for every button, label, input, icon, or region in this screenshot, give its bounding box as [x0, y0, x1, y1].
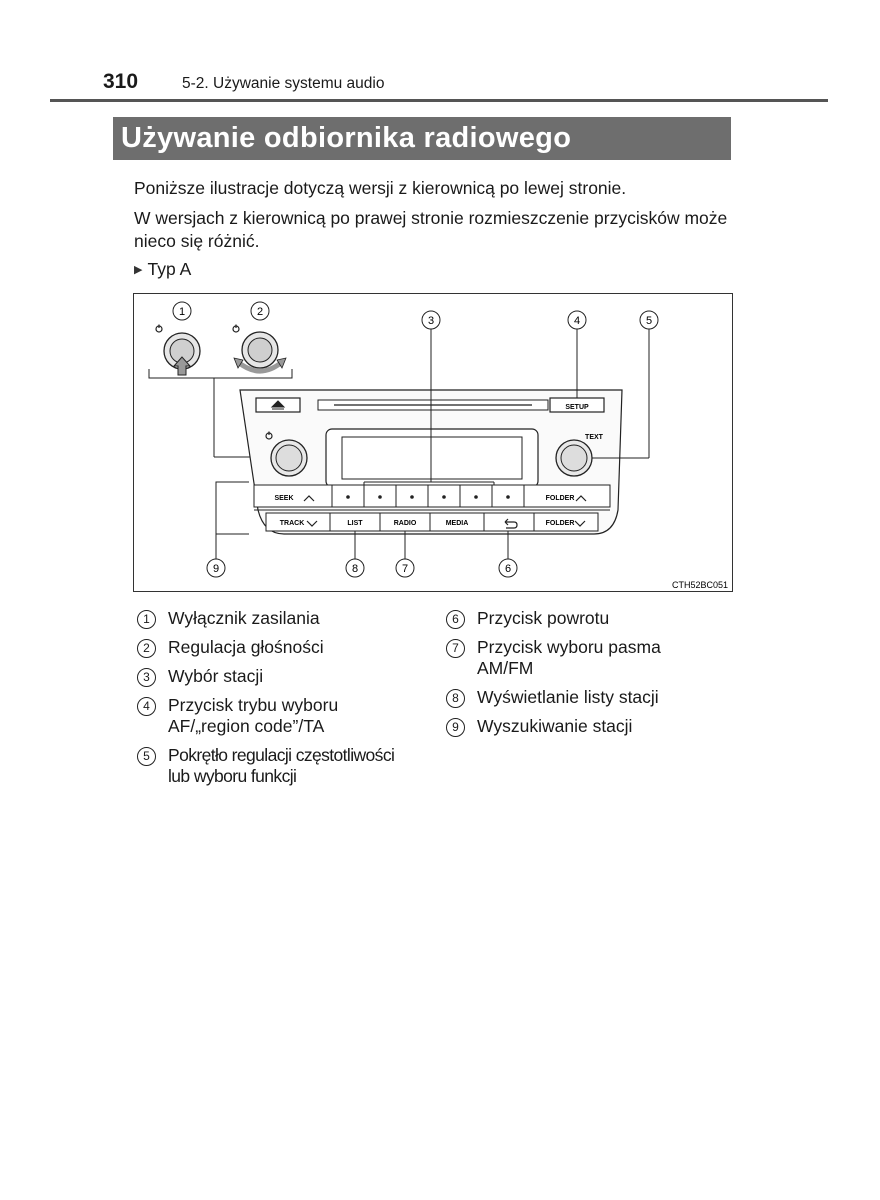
power-icon	[265, 431, 273, 440]
legend-text: Przycisk wyboru pasma AM/FM	[477, 637, 661, 678]
callout-1: 1	[172, 301, 192, 321]
legend-text: Wyszukiwanie stacji	[477, 716, 633, 736]
push-arrow-icon	[172, 356, 192, 376]
svg-text:6: 6	[505, 563, 511, 575]
legend-text: Wyłącznik zasilania	[168, 608, 320, 628]
legend-text: Pokrętło regulacji częstotliwości lub wy…	[168, 745, 395, 786]
callout-4: 4	[567, 310, 587, 330]
intro-paragraph-1: Poniższe ilustracje dotyczą wersji z kie…	[134, 178, 627, 198]
callout-5: 5	[639, 310, 659, 330]
legend-item: 4 Przycisk trybu wyboru AF/„region code”…	[137, 695, 437, 737]
radio-label: RADIO	[394, 520, 417, 527]
legend-item: 2 Regulacja głośności	[137, 637, 437, 658]
eject-icon	[270, 400, 286, 410]
legend-number: 3	[137, 668, 156, 687]
folder-down-button[interactable]	[533, 512, 599, 532]
legend-text: Wyświetlanie listy stacji	[477, 687, 659, 707]
callout-2: 2	[250, 301, 270, 321]
legend-right: 6 Przycisk powrotu 7 Przycisk wyboru pas…	[446, 608, 746, 745]
media-label: MEDIA	[446, 520, 469, 527]
chevron-up-icon	[575, 495, 587, 502]
legend-item: 1 Wyłącznik zasilania	[137, 608, 437, 629]
seek-label: SEEK	[274, 495, 293, 502]
track-label: TRACK	[280, 520, 305, 527]
radio-panel-illustration: SETUP TEXT SEEK	[148, 301, 728, 590]
list-label: LIST	[347, 520, 363, 527]
folder-up-button[interactable]	[523, 484, 611, 508]
legend-text: Regulacja głośności	[168, 637, 324, 657]
callout-markers: 1 2 3 4 5 6 7	[172, 301, 659, 578]
legend-number: 8	[446, 689, 465, 708]
section-label: 5-2. Używanie systemu audio	[182, 75, 385, 92]
legend-number: 5	[137, 747, 156, 766]
page-number: 310	[103, 70, 139, 93]
folder-down-label: FOLDER	[546, 520, 575, 527]
power-icon	[232, 324, 240, 333]
legend-number: 9	[446, 718, 465, 737]
chevron-up-icon	[303, 495, 315, 502]
svg-text:1: 1	[179, 306, 185, 318]
type-label-text: Typ A	[147, 259, 192, 279]
legend-item: 7 Przycisk wyboru pasma AM/FM	[446, 637, 746, 679]
svg-text:4: 4	[574, 315, 580, 327]
setup-label: SETUP	[565, 404, 589, 411]
type-label: ▶ Typ A	[134, 259, 191, 280]
inset-knobs	[148, 324, 293, 458]
rotate-arrow-icon	[236, 360, 284, 374]
text-label: TEXT	[585, 434, 604, 441]
legend-left: 1 Wyłącznik zasilania 2 Regulacja głośno…	[137, 608, 437, 795]
diagram-code: CTH52BC051	[672, 580, 728, 590]
power-icon	[155, 324, 163, 333]
legend-item: 5 Pokrętło regulacji częstotliwości lub …	[137, 745, 437, 787]
legend-text: Przycisk trybu wyboru AF/„region code”/T…	[168, 695, 339, 736]
legend-item: 6 Przycisk powrotu	[446, 608, 746, 629]
back-arrow-icon	[504, 518, 518, 529]
folder-up-label: FOLDER	[546, 495, 575, 502]
legend-text: Wybór stacji	[168, 666, 264, 686]
header-divider	[50, 99, 828, 102]
legend-text: Przycisk powrotu	[477, 608, 610, 628]
chevron-down-icon	[306, 520, 318, 527]
callout-3: 3	[421, 310, 441, 330]
legend-item: 9 Wyszukiwanie stacji	[446, 716, 746, 737]
callout-9: 9	[206, 558, 226, 578]
legend-number: 4	[137, 697, 156, 716]
svg-text:5: 5	[646, 315, 652, 327]
chevron-down-icon	[574, 520, 586, 527]
legend-number: 1	[137, 610, 156, 629]
intro-paragraph-2: W wersjach z kierownicą po prawej stroni…	[134, 208, 728, 251]
svg-text:9: 9	[213, 563, 219, 575]
svg-text:2: 2	[257, 306, 263, 318]
radio-diagram: SETUP TEXT SEEK	[133, 293, 733, 592]
triangle-icon: ▶	[134, 264, 143, 276]
page-title: Używanie odbiornika radiowego	[113, 117, 731, 160]
legend-item: 8 Wyświetlanie listy stacji	[446, 687, 746, 708]
legend-item: 3 Wybór stacji	[137, 666, 437, 687]
svg-text:8: 8	[352, 563, 358, 575]
legend-number: 2	[137, 639, 156, 658]
legend-number: 7	[446, 639, 465, 658]
callout-lines	[215, 329, 650, 559]
callout-8: 8	[345, 558, 365, 578]
callout-7: 7	[395, 558, 415, 578]
callout-6: 6	[498, 558, 518, 578]
svg-text:7: 7	[402, 563, 408, 575]
svg-text:3: 3	[428, 315, 434, 327]
legend-number: 6	[446, 610, 465, 629]
